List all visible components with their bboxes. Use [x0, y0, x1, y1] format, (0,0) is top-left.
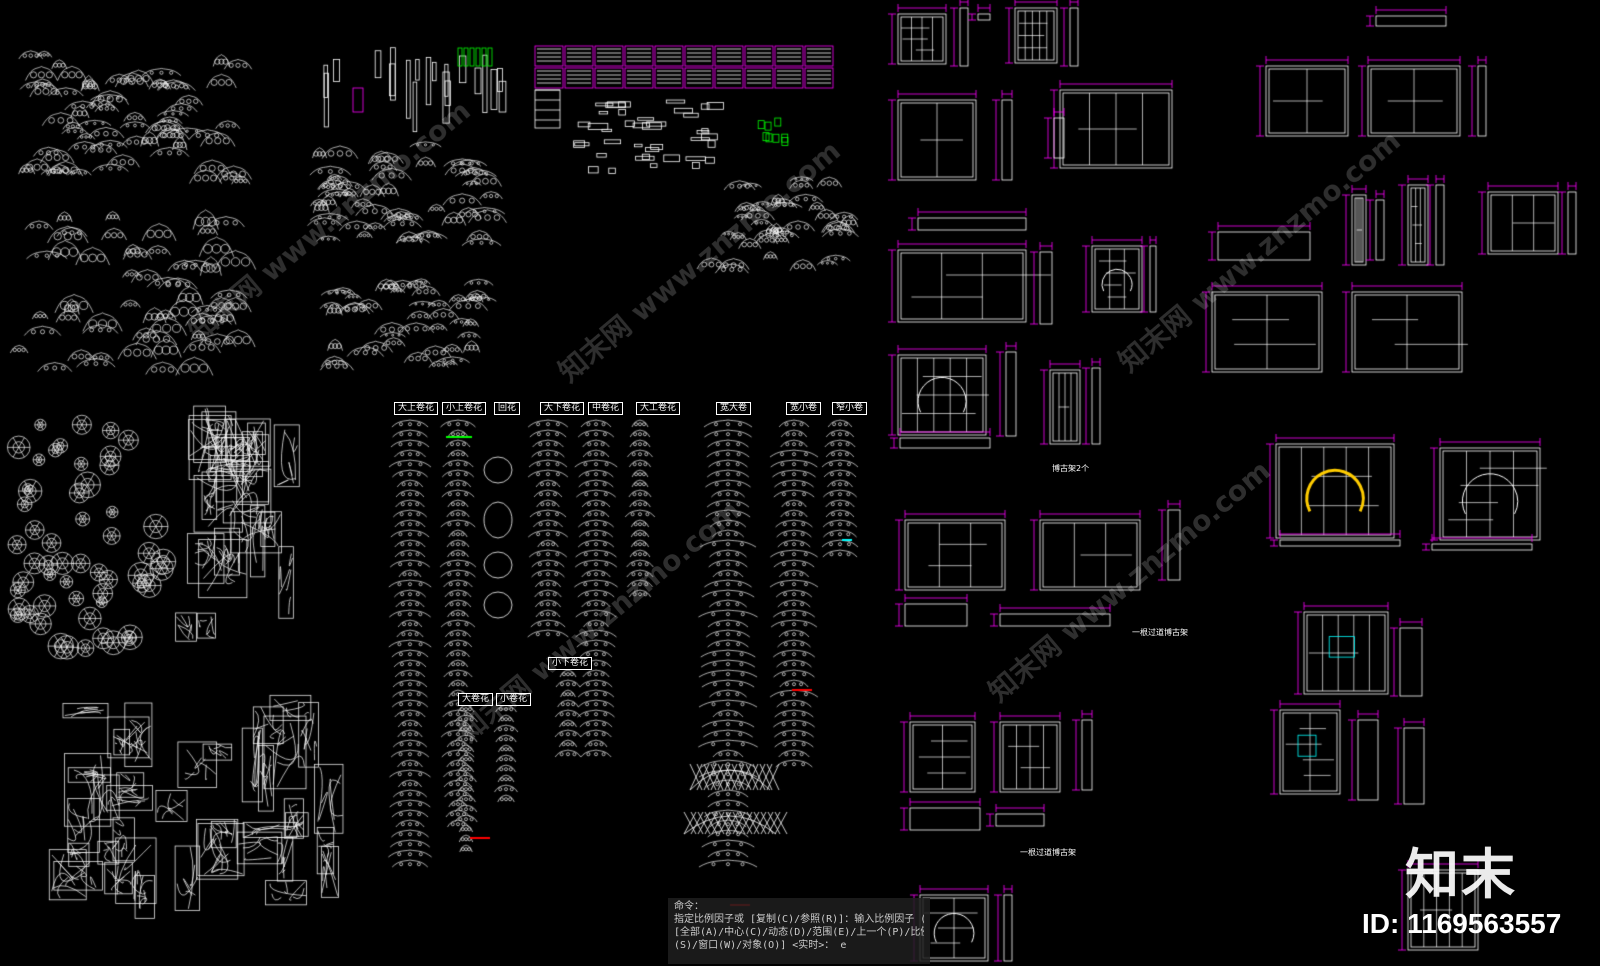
label-small-lower-scroll: 小下卷花 [548, 657, 593, 670]
command-line-row: 指定比例因子或 [复制(C)/参照(R)]：输入比例因子 (nX 或 nXP)，… [674, 914, 924, 925]
label-wide-small-scroll: 宽小卷 [786, 402, 822, 415]
label-return-flower: 回花 [494, 402, 521, 415]
label-large-work-scroll: 大工卷花 [636, 402, 681, 415]
label-small-scroll: 小卷花 [496, 693, 532, 706]
label-large-scroll: 大卷花 [458, 693, 494, 706]
label-middle-scroll: 中卷花 [588, 402, 624, 415]
command-line[interactable]: 命令： 指定比例因子或 [复制(C)/参照(R)]：输入比例因子 (nX 或 n… [668, 898, 930, 964]
note-corridor-shelf-1: 一根过道博古架 [1132, 628, 1188, 637]
command-line-row: 命令： [674, 901, 704, 912]
label-narrow-small-scroll: 窄小卷 [832, 402, 868, 415]
watermark-logo: 知末 [1405, 843, 1517, 906]
watermark-id: ID: 1169563557 [1362, 908, 1562, 939]
note-corridor-shelf-2: 一根过道博古架 [1020, 848, 1076, 857]
label-wide-large-scroll: 宽大卷 [716, 402, 752, 415]
label-large-upper-scroll: 大上卷花 [394, 402, 439, 415]
command-line-row: [全部(A)/中心(C)/动态(D)/范围(E)/上一个(P)/比例 [674, 927, 924, 938]
label-small-upper-scroll: 小上卷花 [442, 402, 487, 415]
note-curio-shelf-count: 博古架2个 [1052, 464, 1090, 473]
label-large-lower-scroll: 大下卷花 [540, 402, 585, 415]
command-line-row: (S)/窗口(W)/对象(O)] <实时>： e [674, 940, 847, 951]
